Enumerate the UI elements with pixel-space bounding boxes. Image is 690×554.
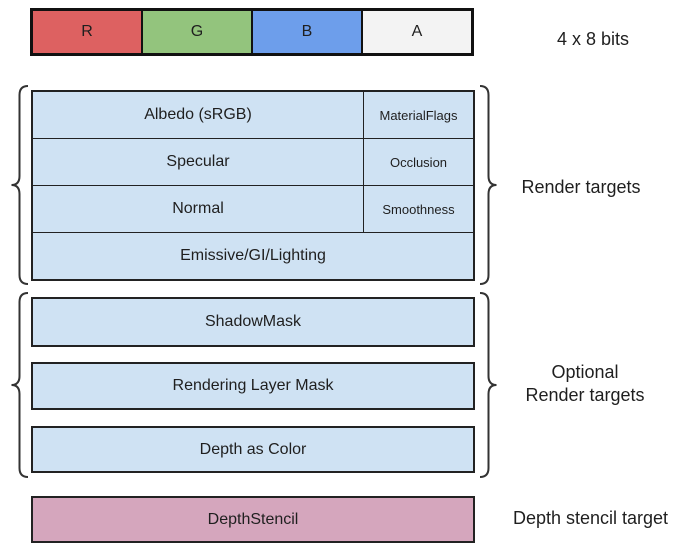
cell-emissive: Emissive/GI/Lighting [180,247,326,264]
curly-brace-right-optional-targets [478,292,498,478]
channel-cell-r: R [33,11,141,53]
cell-normal: Normal [172,200,224,217]
table-row: Emissive/GI/Lighting [33,232,473,279]
render-targets-table: Albedo (sRGB) MaterialFlags Specular Occ… [31,90,475,281]
bits-caption: 4 x 8 bits [556,29,630,49]
render-targets-label: Render targets [521,177,641,197]
curly-brace-right-render-targets [478,85,498,285]
optional-label-line2: Render targets [525,385,645,405]
channel-cell-b: B [251,11,361,53]
channel-cell-g: G [141,11,251,53]
curly-brace-left-render-targets [10,85,30,285]
optional-label-line1: Optional [551,362,619,382]
box-rendering-layer-mask: Rendering Layer Mask [31,362,475,410]
optional-render-targets-label: Optional Render targets [500,361,670,407]
table-row: Albedo (sRGB) MaterialFlags [33,92,473,138]
cell-materialflags: MaterialFlags [363,92,473,138]
channel-bar: R G B A [30,8,474,56]
box-shadowmask: ShadowMask [31,297,475,347]
table-row: Specular Occlusion [33,138,473,185]
curly-brace-left-optional-targets [10,292,30,478]
cell-smoothness: Smoothness [363,186,473,232]
cell-specular: Specular [166,153,230,170]
cell-albedo: Albedo (sRGB) [144,106,252,123]
cell-occlusion: Occlusion [363,139,473,185]
box-depthstencil: DepthStencil [31,496,475,543]
table-row: Normal Smoothness [33,185,473,232]
depth-stencil-target-label: Depth stencil target [512,508,669,528]
channel-cell-a: A [361,11,471,53]
box-depth-as-color: Depth as Color [31,426,475,473]
